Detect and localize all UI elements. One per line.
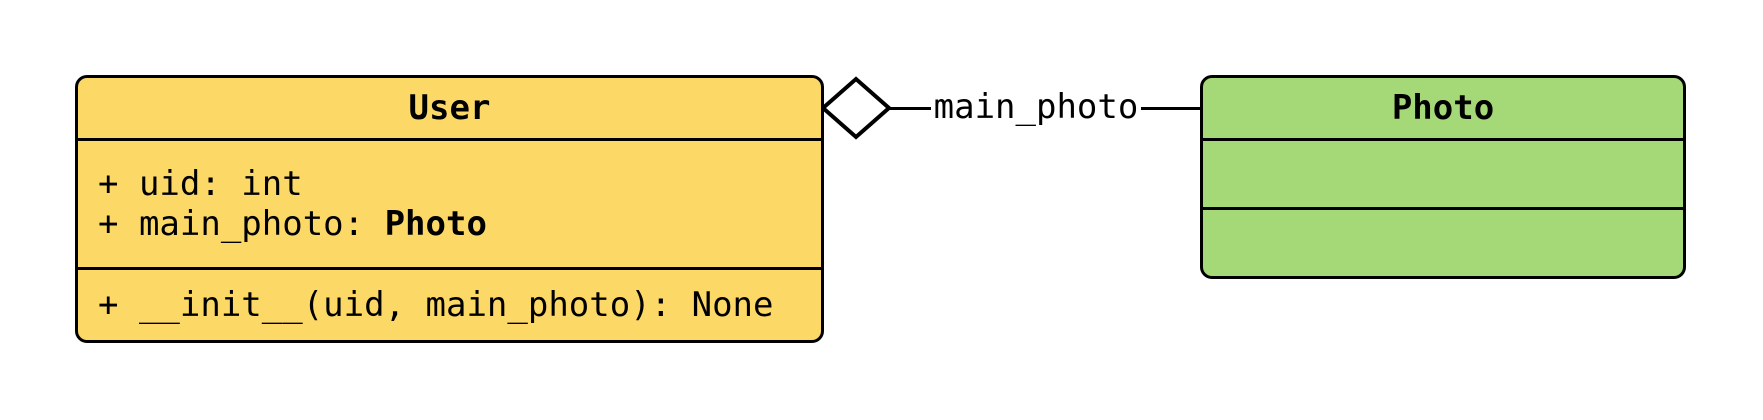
aggregation-edge-segment-left [889, 107, 931, 110]
aggregation-diamond-icon [821, 76, 893, 140]
attribute-line-main-photo: + main_photo: Photo [98, 204, 821, 244]
attribute-line-uid: + uid: int [98, 164, 821, 204]
methods-compartment-user: + __init__(uid, main_photo): None [78, 267, 821, 340]
aggregation-edge-segment-right [1141, 107, 1201, 110]
attribute-text: + main_photo: [98, 204, 385, 244]
attribute-type-bold: Photo [384, 204, 487, 244]
method-line-init: + __init__(uid, main_photo): None [98, 285, 774, 325]
attributes-compartment-user: + uid: int + main_photo: Photo [78, 138, 821, 267]
edge-label-main-photo: main_photo [931, 87, 1141, 128]
attribute-text: + uid: int [98, 164, 303, 204]
attributes-compartment-photo [1203, 138, 1683, 207]
class-box-user: User + uid: int + main_photo: Photo + __… [75, 75, 824, 343]
class-title-user: User [408, 88, 491, 128]
methods-compartment-photo [1203, 207, 1683, 276]
class-box-photo: Photo [1200, 75, 1686, 279]
class-title-photo: Photo [1391, 88, 1495, 128]
